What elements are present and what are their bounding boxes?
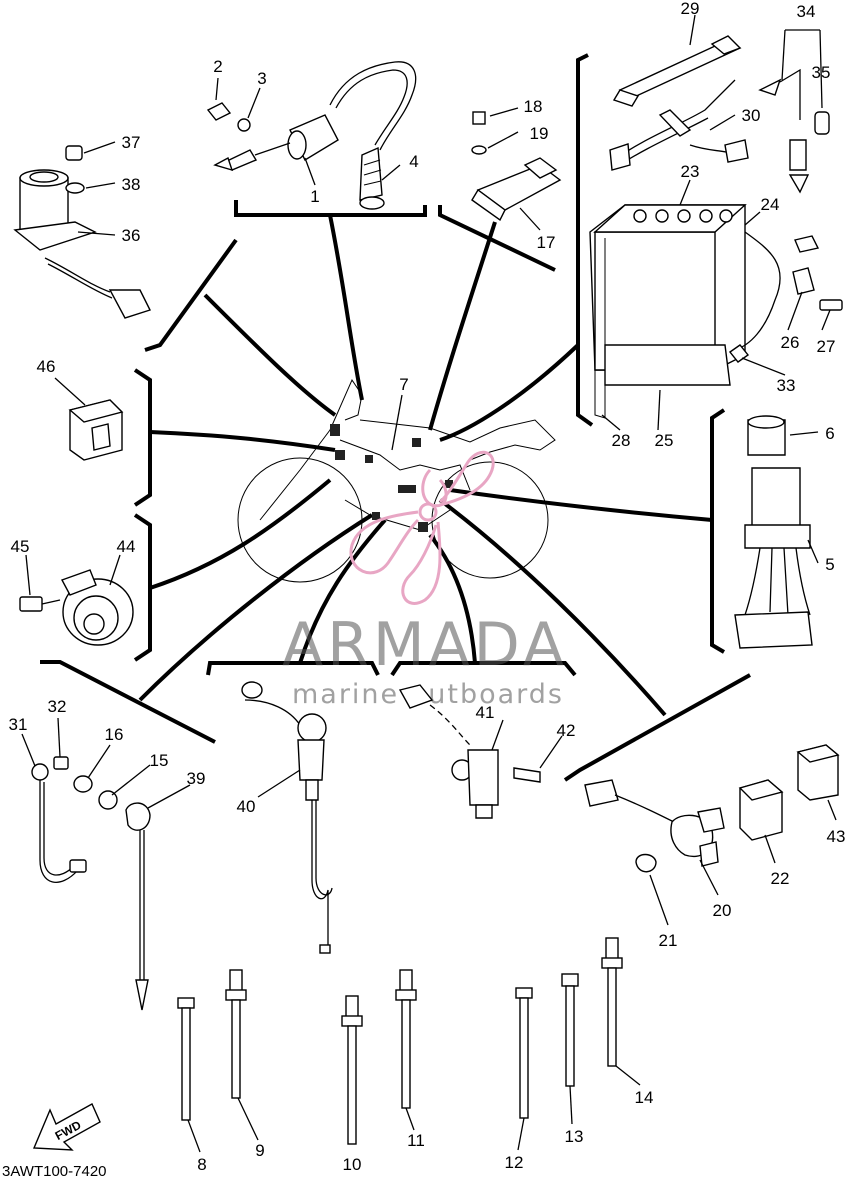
callout-25: 25 [655,431,674,450]
callout-7: 7 [399,375,408,394]
callout-9: 9 [255,1141,264,1160]
callout-20: 20 [713,901,732,920]
callout-10: 10 [343,1155,362,1174]
callout-44: 44 [117,537,136,556]
relay-group: 46 [37,357,124,461]
callout-26: 26 [781,333,800,352]
propeller-logo [349,450,495,605]
callout-11: 11 [407,1131,425,1150]
callout-8: 8 [197,1155,206,1174]
callout-1: 1 [310,187,319,206]
callout-43: 43 [827,827,846,846]
callout-4: 4 [409,152,418,171]
callout-18: 18 [524,97,543,116]
callout-36: 36 [122,226,141,245]
callout-42: 42 [557,721,576,740]
cable-ties: 8 9 10 11 12 13 14 [177,937,654,1174]
callout-2: 2 [213,57,222,76]
neutral-switch-group: 40 [237,681,333,954]
callout-24: 24 [761,195,780,214]
callout-35: 35 [812,63,831,82]
callout-17: 17 [537,233,556,252]
watermark: ARMADA marine outboards [282,450,568,710]
diagram-code: 3AWT100-7420 [2,1163,107,1180]
horn-group: 45 44 [11,537,136,646]
callout-30: 30 [742,106,761,125]
callout-37: 37 [122,133,141,152]
callout-34: 34 [797,2,816,21]
switch-group: 37 38 36 [13,133,151,319]
callout-21: 21 [659,931,678,950]
group-frames [40,53,751,782]
callout-12: 12 [505,1153,524,1172]
fwd-arrow-icon: FWD [32,1103,101,1151]
callout-46: 46 [37,357,56,376]
callout-40: 40 [237,797,256,816]
callout-5: 5 [825,555,834,574]
callout-23: 23 [681,162,700,181]
callout-32: 32 [48,697,67,716]
flasher-relay-group: 6 5 [734,415,835,649]
callout-31: 31 [9,715,28,734]
brake-switch-group: 41 42 [398,684,576,819]
callout-6: 6 [825,424,834,443]
lead-group: 31 32 16 15 39 [9,697,206,1011]
harness-label: 7 [391,375,409,451]
battery-group: 29 34 35 30 23 24 26 27 33 28 25 [589,0,843,450]
callout-29: 29 [681,0,700,18]
callout-33: 33 [777,376,796,395]
callout-27: 27 [817,337,836,356]
callout-28: 28 [612,431,631,450]
callout-13: 13 [565,1127,584,1146]
callout-22: 22 [771,869,790,888]
watermark-brand: ARMADA [282,610,568,680]
callout-16: 16 [105,725,124,744]
callout-14: 14 [635,1088,654,1107]
callout-41: 41 [476,703,495,722]
starter-group: 20 21 22 43 [584,744,846,950]
rectifier-group: 18 19 17 [471,97,562,252]
callout-45: 45 [11,537,30,556]
motorcycle-outline [237,378,556,583]
callout-3: 3 [257,69,266,88]
ignition-coil-group: 2 3 1 4 [206,57,419,210]
callout-19: 19 [530,124,549,143]
callout-38: 38 [122,175,141,194]
callout-39: 39 [187,769,206,788]
callout-15: 15 [150,751,169,770]
